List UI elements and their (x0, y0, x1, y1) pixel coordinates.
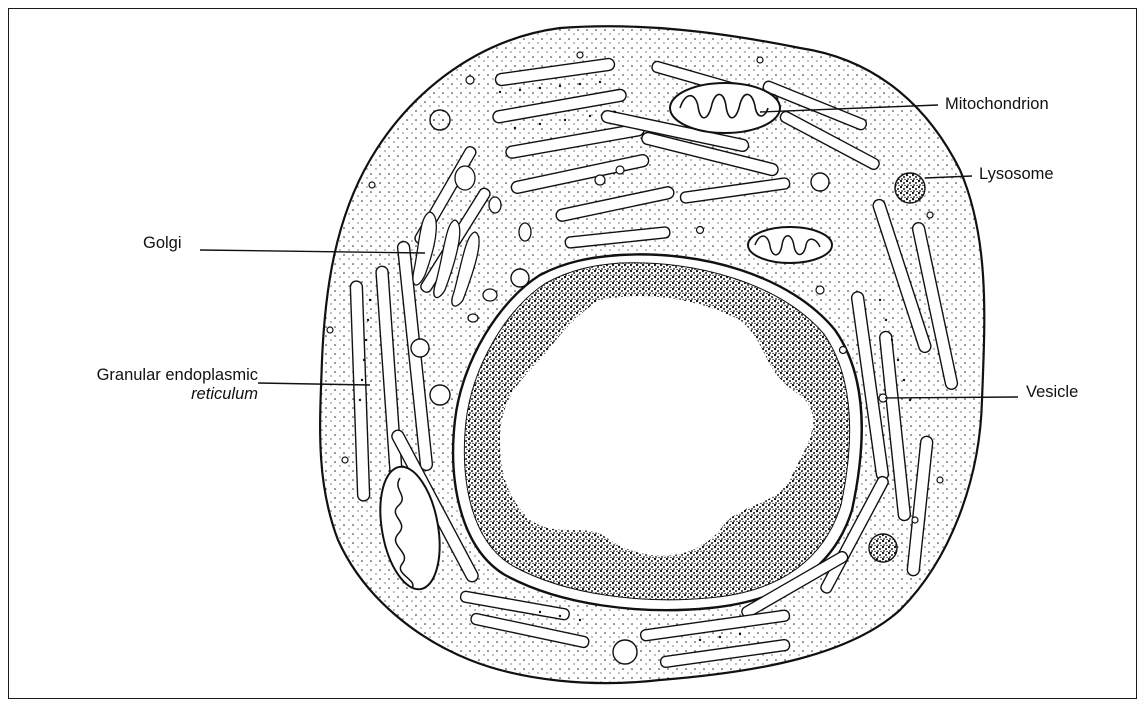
label-golgi: Golgi (143, 234, 182, 253)
label-granular-endoplasmic-reticulum: Granular endoplasmic reticulum (22, 366, 258, 404)
mitochondrion-right (748, 227, 832, 263)
label-mitochondrion: Mitochondrion (945, 95, 1049, 114)
label-vesicle: Vesicle (1026, 383, 1078, 402)
label-ger-line1: Granular endoplasmic (97, 366, 258, 384)
label-ger-line2: reticulum (22, 385, 258, 404)
nucleus (453, 254, 862, 610)
label-lysosome: Lysosome (979, 165, 1054, 184)
mitochondrion-top (670, 83, 780, 133)
